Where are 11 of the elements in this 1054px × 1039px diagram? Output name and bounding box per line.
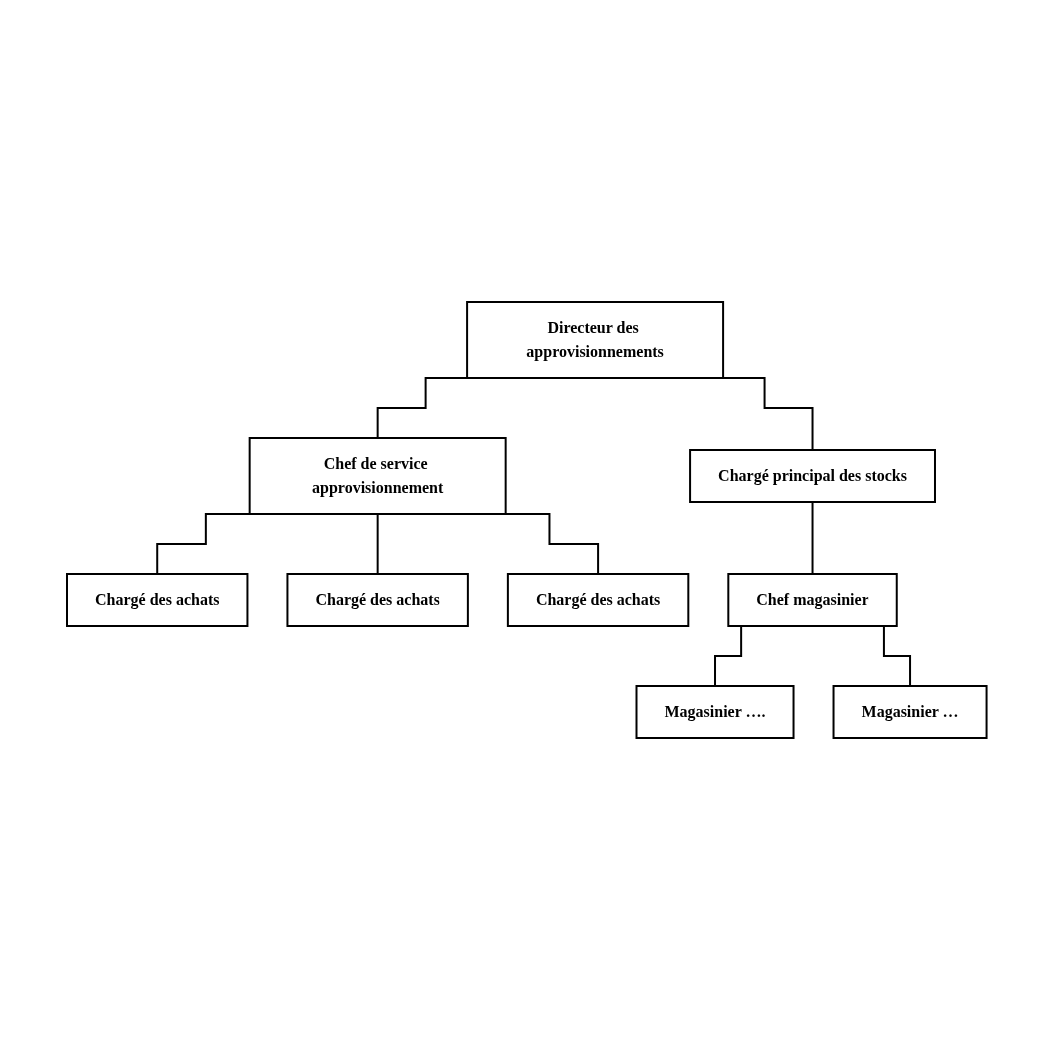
node-box: Directeur des approvisionnements — [466, 300, 725, 379]
node-box: Chargé des achats — [507, 572, 690, 627]
node-box: Magasinier … — [832, 684, 988, 739]
node-box: Magasinier …. — [635, 684, 795, 739]
connector — [376, 512, 379, 575]
node-box: Chargé des achats — [286, 572, 470, 627]
node-box: Chef de service approvisionnement — [248, 436, 507, 515]
node-box: Chargé principal des stocks — [689, 448, 937, 503]
connector — [811, 500, 814, 575]
node-box: Chef magasinier — [727, 572, 898, 627]
node-box: Chargé des achats — [66, 572, 249, 627]
